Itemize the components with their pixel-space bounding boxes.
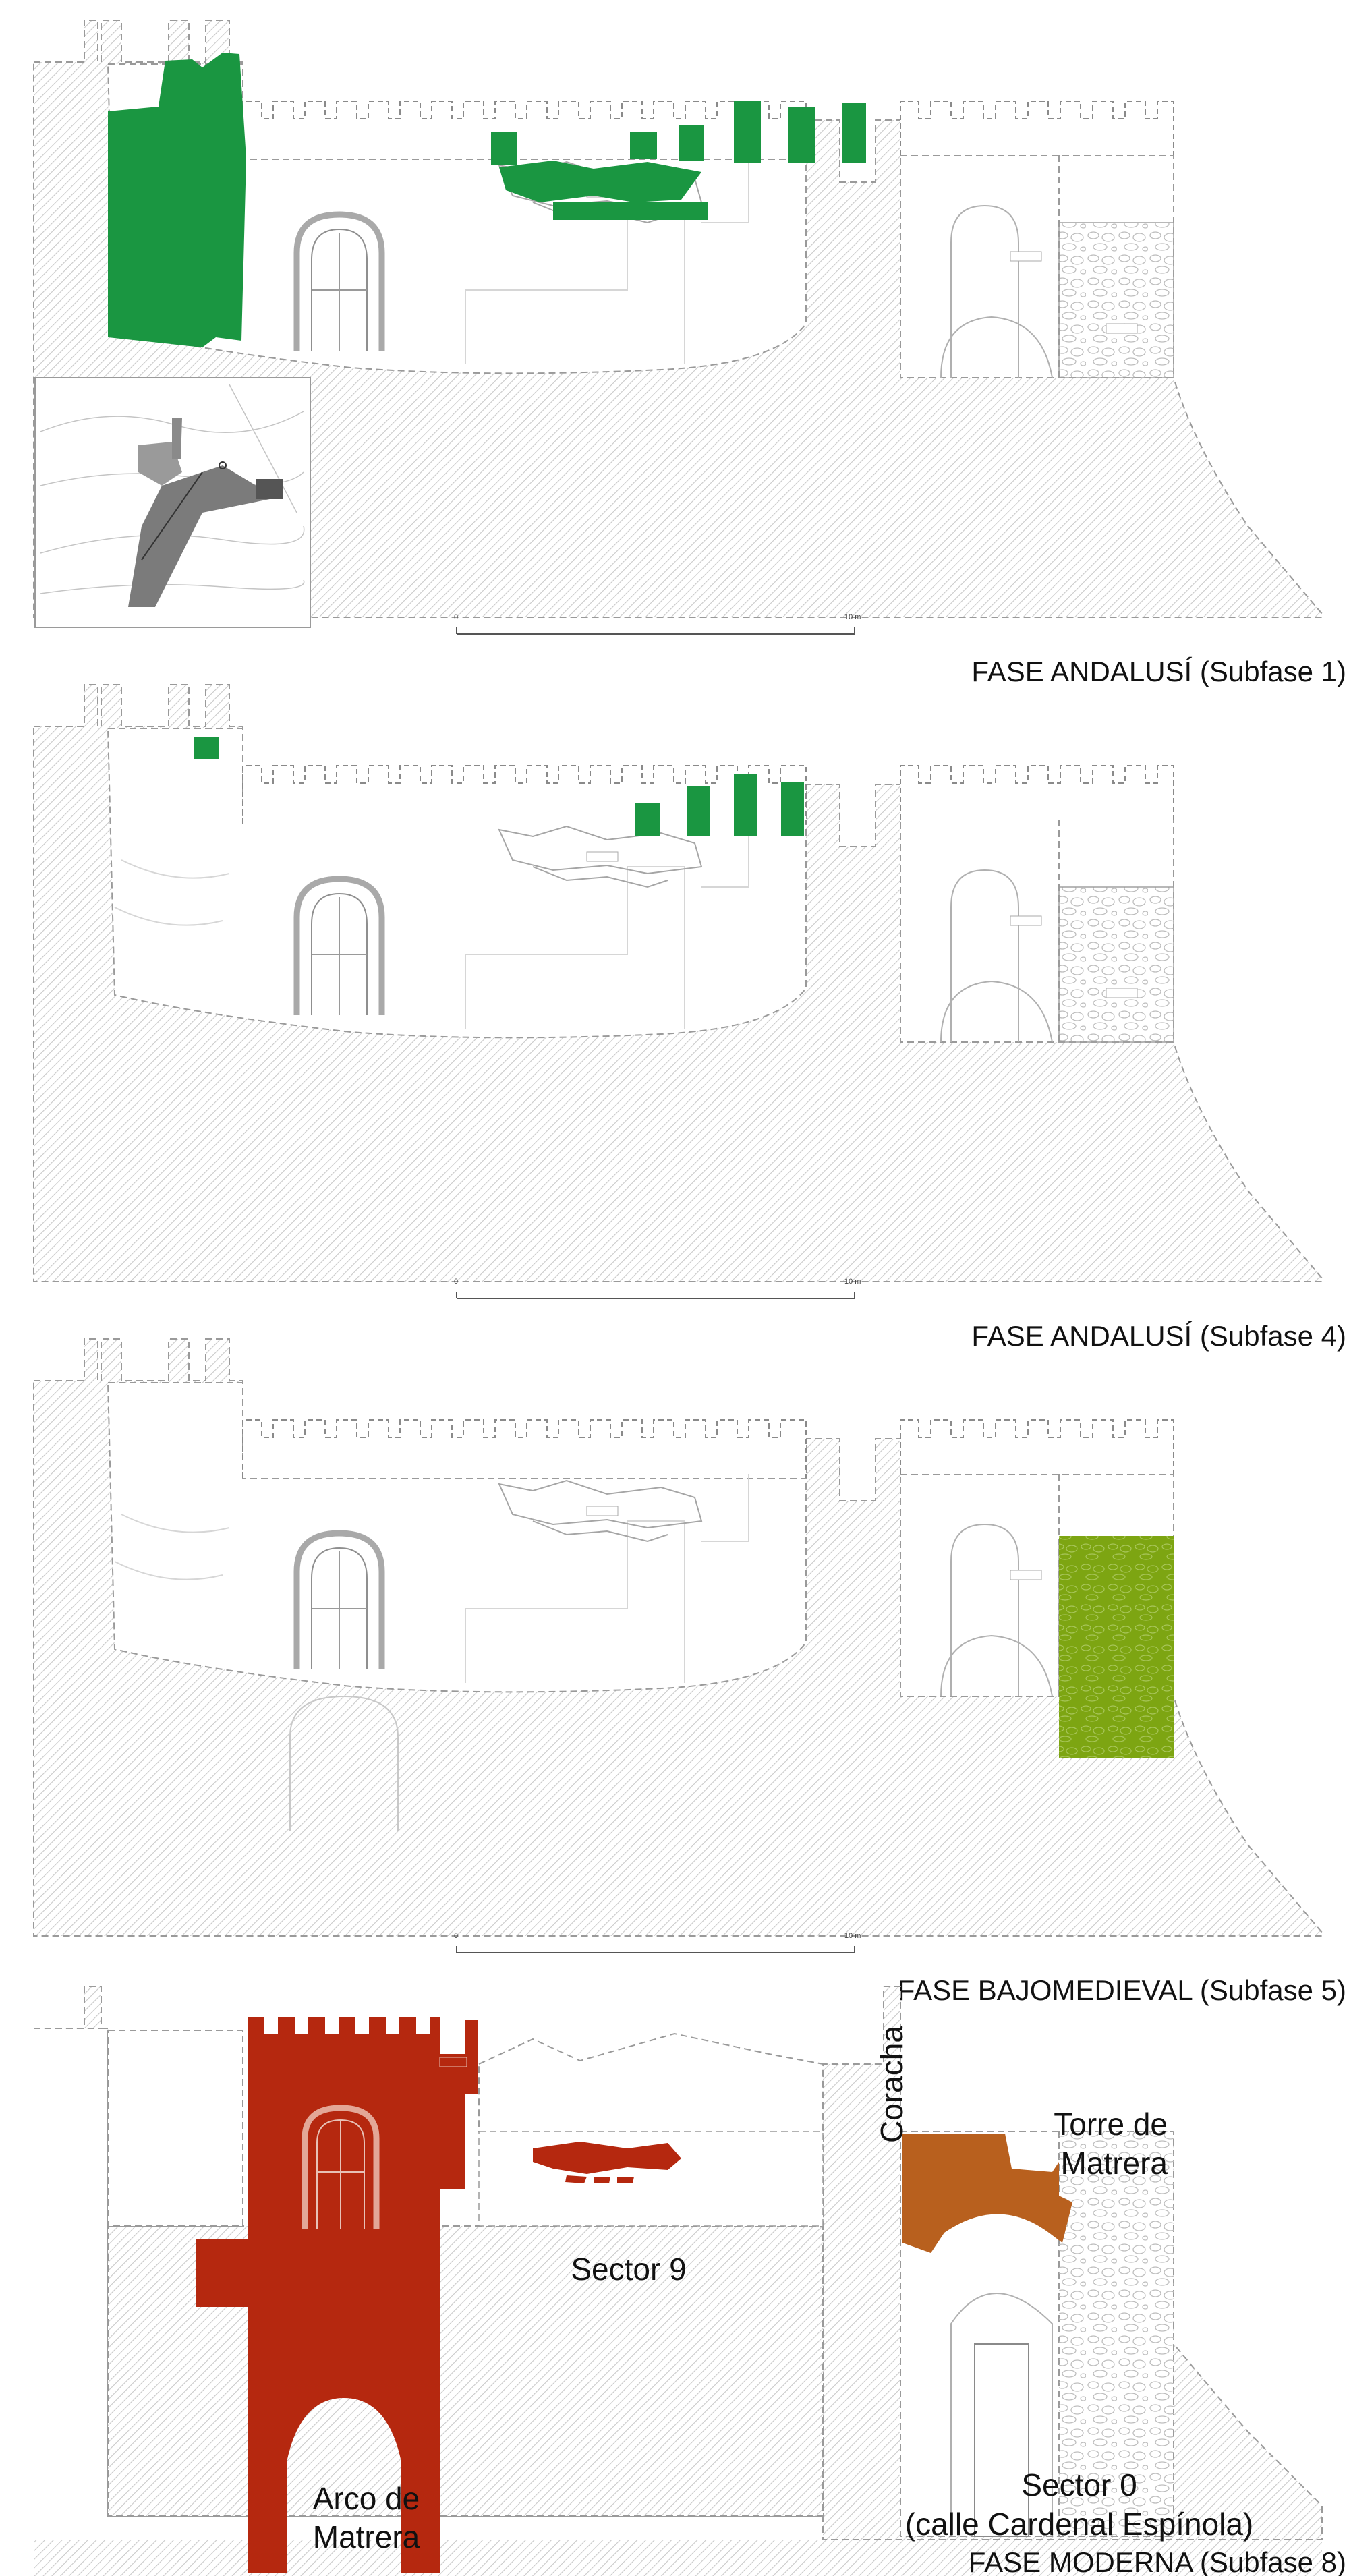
scale-start: 0 xyxy=(454,613,458,621)
label-torre-line1: Torre de xyxy=(1054,2107,1168,2142)
panel-caption: FASE MODERNA (Subfase 8) xyxy=(969,2546,1346,2576)
moderna-sector0-fill xyxy=(902,2134,1072,2253)
andalusi-subfase1-merlon-patches xyxy=(491,101,866,220)
andalusi-subfase4-fill xyxy=(194,737,804,836)
moderna-arco-matrera-fill xyxy=(196,2017,478,2573)
panel-caption: FASE ANDALUSÍ (Subfase 4) xyxy=(971,1320,1346,1352)
label-sector9: Sector 9 xyxy=(571,2252,686,2287)
panel-caption: FASE BAJOMEDIEVAL (Subfase 5) xyxy=(898,1974,1346,2006)
label-arco-line1: Arco de xyxy=(313,2481,420,2516)
moderna-sector9-fill xyxy=(533,2142,681,2183)
label-sector0-line2: (calle Cardenal Espínola) xyxy=(905,2507,1254,2542)
scale-start: 0 xyxy=(454,1278,458,1286)
panel-2: 0 10 m FASE ANDALUSÍ (Subfase 4) xyxy=(34,685,1346,1352)
location-inset-map xyxy=(34,377,311,628)
scale-end: 10 m xyxy=(844,1932,861,1940)
andalusi-subfase1-tower-fill xyxy=(108,53,246,347)
panel-1: 0 10 m FASE ANDALUSÍ (Subfase 1) xyxy=(34,20,1346,687)
panel-4: Torre de Matrera Coracha Sector 9 Arco d… xyxy=(34,1986,1346,2576)
scale-end: 10 m xyxy=(844,613,861,621)
scale-start: 0 xyxy=(454,1932,458,1940)
label-torre-line2: Matrera xyxy=(1061,2146,1168,2181)
label-coracha: Coracha xyxy=(874,2026,909,2143)
scale-end: 10 m xyxy=(844,1278,861,1286)
bajomedieval-subfase5-tower-fill xyxy=(1059,1536,1174,1758)
panel-3: 0 10 m FASE BAJOMEDIEVAL (Subfase 5) xyxy=(34,1339,1346,2006)
label-sector0-line1: Sector 0 xyxy=(1021,2467,1137,2502)
panel-caption: FASE ANDALUSÍ (Subfase 1) xyxy=(971,656,1346,687)
label-arco-line2: Matrera xyxy=(313,2519,420,2554)
